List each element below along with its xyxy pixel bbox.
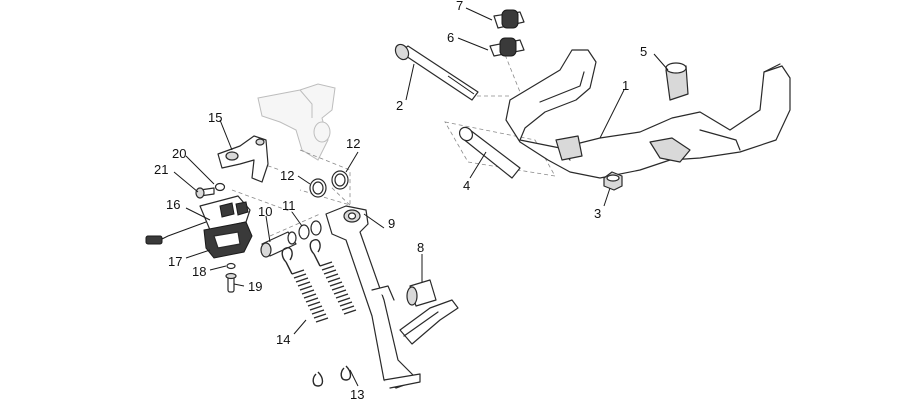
callout-1: 1: [622, 78, 629, 93]
part-11-washers: [298, 220, 322, 240]
part-7-spring-clip: [493, 9, 525, 29]
callout-17: 17: [168, 254, 182, 269]
part-2-bolt: [394, 43, 479, 101]
part-3-nut: [603, 171, 623, 191]
callout-12-upper: 12: [346, 136, 360, 151]
part-9-side-stand: [325, 205, 459, 389]
callout-15: 15: [208, 110, 222, 125]
part-19-pin: [225, 272, 237, 293]
leader-lines: [173, 7, 669, 387]
callout-20: 20: [172, 146, 186, 161]
callout-18: 18: [192, 264, 206, 279]
part-21-screw: [195, 187, 215, 199]
callout-19: 19: [248, 279, 262, 294]
part-14-spring: [281, 247, 329, 387]
part-12-o-ring-upper: [331, 170, 349, 190]
part-1-center-stand: [505, 49, 791, 179]
callout-labels: 7 6 2 1 5 4 3 15 20 21 12 12 16 17 18 19…: [154, 0, 647, 401]
callout-7: 7: [456, 0, 463, 13]
callout-2: 2: [396, 98, 403, 113]
part-4-sleeve: [458, 126, 521, 179]
callout-11: 11: [282, 198, 296, 213]
assembly-guides: [227, 41, 556, 237]
part-13-spring: [309, 239, 357, 381]
part-18-washer: [226, 262, 236, 270]
callout-10: 10: [258, 204, 272, 219]
callout-9: 9: [388, 216, 395, 231]
callout-5: 5: [640, 44, 647, 59]
part-5-rubber-buffer: [665, 62, 689, 101]
part-10-pivot-bushing: [260, 231, 297, 258]
callout-12-lower: 12: [280, 168, 294, 183]
callout-14: 14: [276, 332, 290, 347]
part-15-bracket: [217, 135, 269, 183]
part-8-rubber-stop: [406, 279, 437, 307]
part-6-spring-clip: [489, 37, 525, 57]
callout-8: 8: [417, 240, 424, 255]
callout-3: 3: [594, 206, 601, 221]
callout-4: 4: [463, 178, 470, 193]
part-20-washer: [214, 182, 226, 192]
part-12-o-ring-lower: [309, 178, 327, 198]
part-17-switch-housing: [203, 221, 253, 259]
part-16-side-stand-switch: [145, 195, 251, 245]
callout-21: 21: [154, 162, 168, 177]
frame-bracket-ghost: [257, 83, 336, 161]
callout-6: 6: [447, 30, 454, 45]
callout-16: 16: [166, 197, 180, 212]
callout-13: 13: [350, 387, 364, 401]
